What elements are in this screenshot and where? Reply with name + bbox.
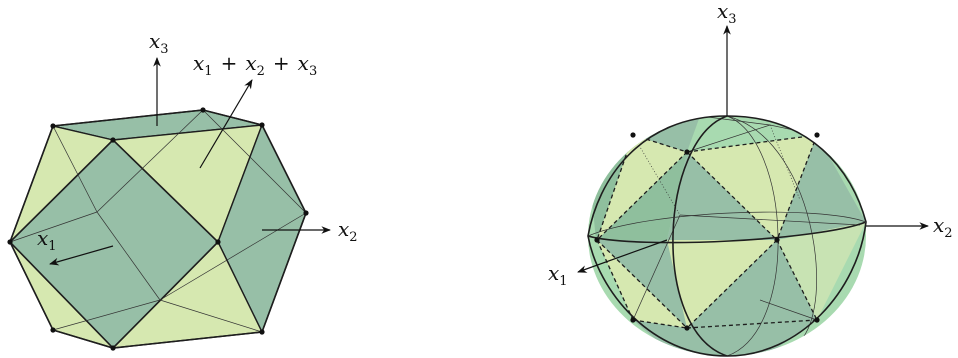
label-x3: x3 [149,29,169,57]
left-polytope: x3 x1 + x2 + x3 x2 x1 [7,29,358,351]
sphere-light-panel [597,135,687,240]
sphere-axis-x1-arrow [577,239,668,273]
axis-x1-arrow [49,245,114,266]
label-sum: x1 + x2 + x3 [193,51,317,79]
equator [588,221,866,244]
sphere-vertices [594,132,820,331]
sphere-dark-panel [687,240,817,328]
vertices [7,107,309,351]
sphere-dark-panel [667,152,777,240]
sphere-label-x3: x3 [717,0,737,27]
sphere-light-panel [777,222,866,320]
label-x1: x1 [37,226,57,254]
axis-sum-arrow [199,79,253,169]
sphere-outline [587,115,867,357]
sphere-label-x2: x2 [933,213,953,241]
sphere-dark-panel [777,135,866,240]
sphere-label-x1: x1 [548,261,568,289]
equator-back [588,211,866,237]
right-sphere: x3 x2 x1 [548,0,953,357]
meridian [672,116,728,356]
label-x2: x2 [338,217,358,245]
hidden-edges [9,109,307,333]
sphere-light-panel [667,240,777,328]
